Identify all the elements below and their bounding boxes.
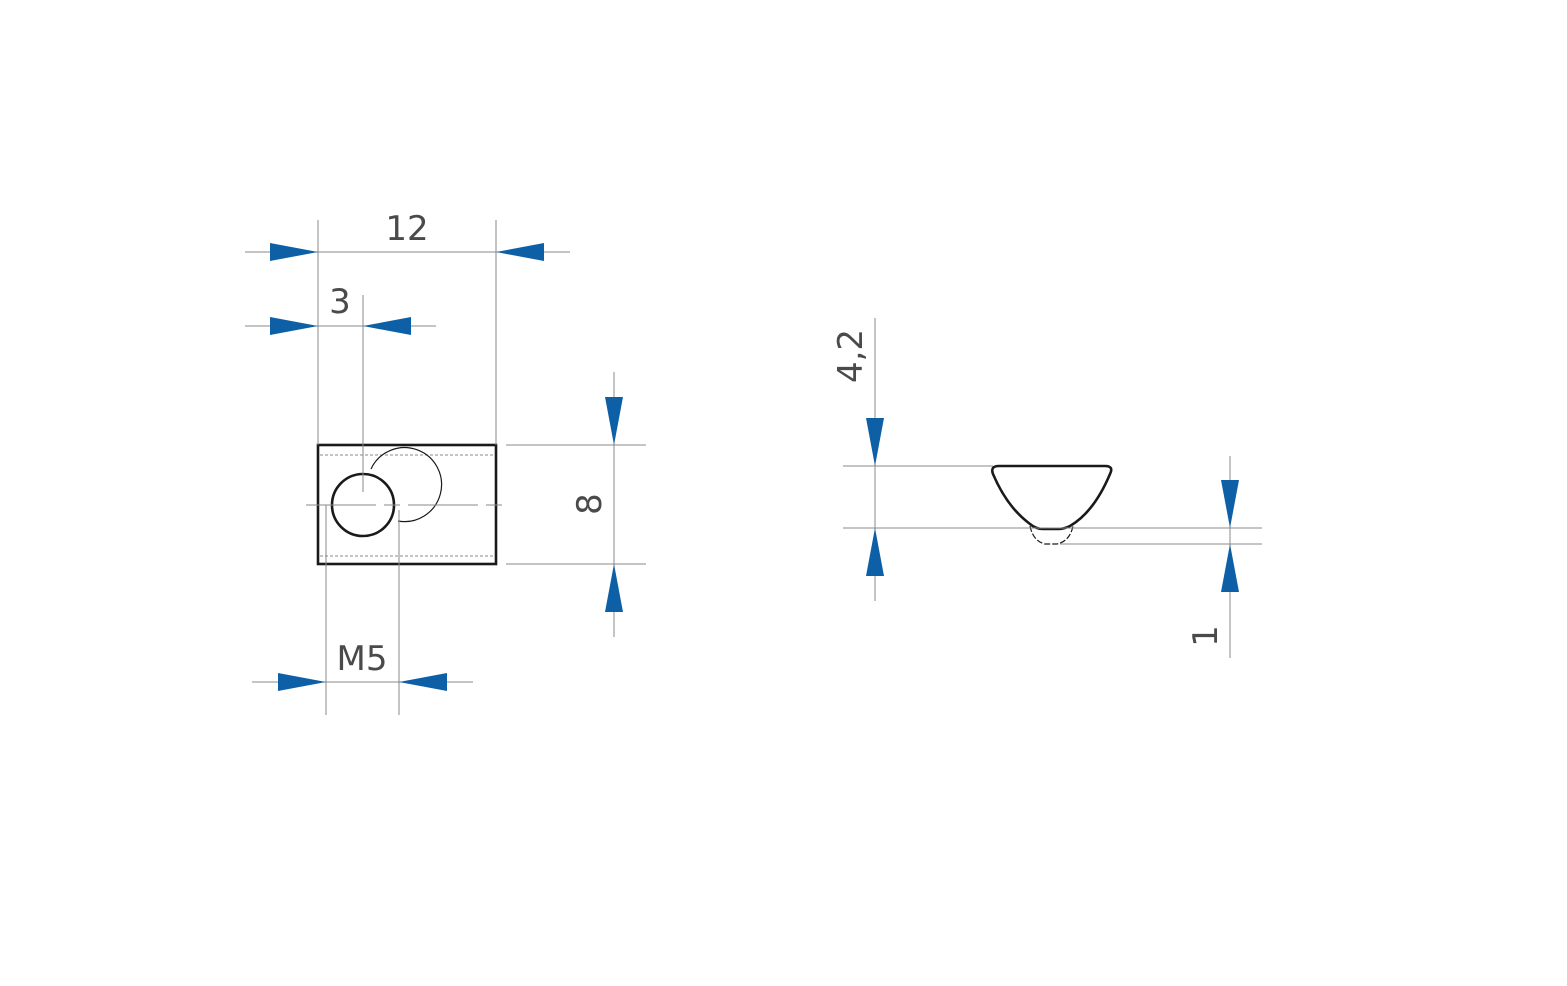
- dimension-protrusion: 1: [1186, 456, 1239, 658]
- arrow-left: [363, 317, 411, 335]
- dome-protrusion: [1029, 525, 1074, 545]
- front-view: 12 3 8 M5: [245, 209, 646, 715]
- dimension-label-width: 12: [385, 209, 428, 249]
- arrow-right: [270, 317, 318, 335]
- arrow-up: [1221, 544, 1239, 592]
- arrow-down: [866, 418, 884, 466]
- arrow-up: [605, 564, 623, 612]
- dimension-label-hole-offset: 3: [329, 282, 351, 322]
- dimension-width: 12: [245, 209, 570, 261]
- arrow-down: [605, 397, 623, 445]
- dimension-label-thickness: 4,2: [831, 329, 871, 383]
- thread-arc: [370, 447, 443, 523]
- dimension-height: 8: [570, 372, 623, 637]
- arrow-right: [278, 673, 326, 691]
- side-view: 4,2 1: [831, 318, 1262, 658]
- arrow-right: [270, 243, 318, 261]
- arrow-up: [866, 528, 884, 576]
- dimension-thickness: 4,2: [831, 318, 884, 601]
- arrow-down: [1221, 480, 1239, 528]
- arrow-left: [399, 673, 447, 691]
- dimension-label-height: 8: [570, 493, 610, 515]
- dimension-thread: M5: [252, 639, 473, 691]
- nut-profile-outline: [990, 464, 1113, 531]
- dimension-label-protrusion: 1: [1186, 625, 1226, 647]
- arrow-left: [496, 243, 544, 261]
- dimension-hole-offset: 3: [245, 282, 436, 335]
- dimension-label-thread: M5: [337, 639, 388, 679]
